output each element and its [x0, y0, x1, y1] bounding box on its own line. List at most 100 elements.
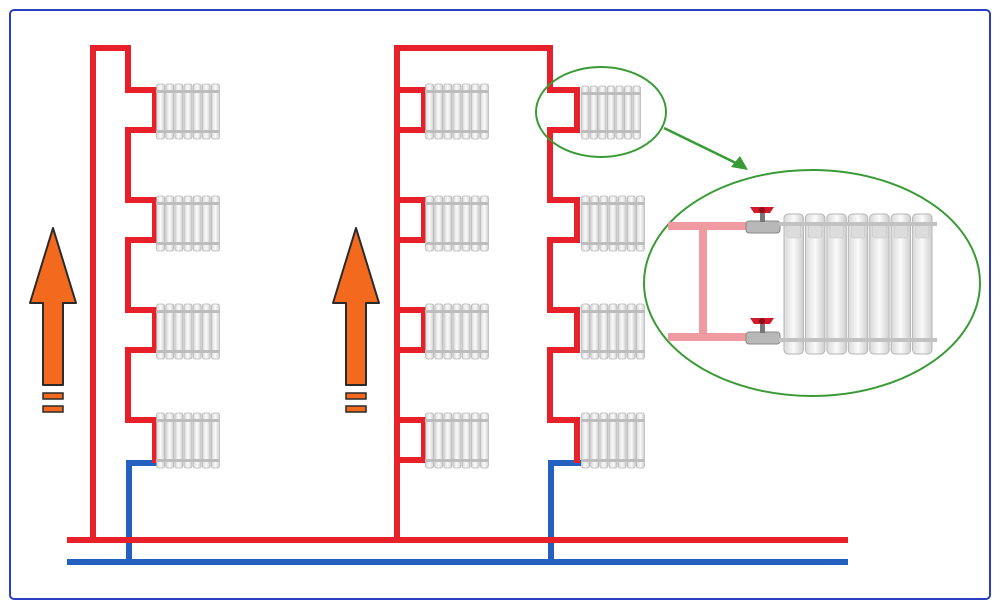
radiator-fin-cap — [808, 223, 823, 239]
radiator-icon — [581, 195, 645, 252]
radiator-icon — [779, 213, 937, 355]
radiator-fin — [443, 195, 453, 252]
radiator-fin — [165, 195, 175, 252]
radiator-header — [581, 419, 645, 422]
radiator-fin — [480, 195, 489, 252]
radiator-footer — [581, 130, 641, 133]
radiator-footer — [156, 459, 220, 462]
radiator-fin — [617, 303, 627, 360]
radiator-fin-cap — [829, 223, 844, 239]
radiator-fin-cap — [915, 223, 930, 239]
radiator-fin — [192, 195, 202, 252]
radiator-fin — [590, 412, 600, 469]
radiator-fin — [869, 213, 890, 355]
valve-stem — [760, 213, 765, 222]
radiator-fin — [452, 83, 462, 140]
radiator-header — [156, 90, 220, 93]
radiator-fin — [165, 83, 175, 140]
supply-riser-pipe — [90, 45, 158, 543]
callout-radiator-detail — [668, 207, 937, 355]
valve-stem — [760, 324, 765, 333]
radiator-footer — [581, 350, 645, 353]
valve-body — [745, 331, 781, 345]
radiator-fin — [608, 303, 618, 360]
radiator-fin — [443, 412, 453, 469]
radiator-fin-cap — [850, 223, 866, 239]
radiator-fin — [626, 195, 636, 252]
radiator-fin — [174, 303, 184, 360]
callout-small-ring — [535, 66, 667, 158]
radiator-footer — [779, 338, 937, 342]
radiator-fin — [201, 303, 211, 360]
radiator-branch-pipe — [125, 87, 158, 463]
radiator-fin — [626, 412, 636, 469]
radiator-footer — [156, 130, 220, 133]
radiator-fin — [783, 213, 804, 355]
radiator-fin — [452, 412, 462, 469]
radiator-footer — [425, 459, 489, 462]
radiator-icon — [425, 303, 489, 360]
radiator-fin-cap — [893, 223, 908, 239]
radiator-fin — [632, 85, 641, 140]
radiator-fin — [434, 195, 444, 252]
radiator-fin — [470, 303, 480, 360]
arrow-body — [332, 227, 380, 386]
radiator-header — [581, 310, 645, 313]
radiator-fin — [156, 83, 165, 140]
radiator-icon — [156, 303, 220, 360]
radiator-fin — [211, 195, 220, 252]
radiator-fin — [461, 303, 471, 360]
radiator-header — [425, 202, 489, 205]
radiator-fin — [425, 303, 434, 360]
supply-pipes — [67, 45, 848, 543]
radiator-icon — [425, 83, 489, 140]
radiator-fin — [470, 83, 480, 140]
radiator-fin — [183, 195, 193, 252]
radiator-fin — [590, 195, 600, 252]
radiator-fin-cap — [786, 223, 801, 239]
radiator-fin — [470, 195, 480, 252]
radiator-fin — [599, 412, 609, 469]
radiator-branch-pipe — [394, 87, 427, 463]
radiator-fin — [581, 412, 590, 469]
radiator-fin — [174, 412, 184, 469]
radiator-icon — [581, 85, 641, 140]
radiator-footer — [425, 130, 489, 133]
radiator-header — [425, 90, 489, 93]
radiator-fin — [183, 303, 193, 360]
radiator-fin — [165, 412, 175, 469]
radiator-fin-cap — [872, 223, 887, 239]
arrow-dash — [42, 405, 64, 413]
radiator-branch-pipe — [547, 87, 580, 463]
return-riser-pipe — [126, 460, 158, 565]
radiator-footer — [156, 242, 220, 245]
radiator-fin — [581, 303, 590, 360]
radiator-fin — [443, 83, 453, 140]
radiator-fin — [617, 412, 627, 469]
radiator-icon — [156, 412, 220, 469]
radiator-header — [425, 310, 489, 313]
radiator-fin — [443, 303, 453, 360]
radiator-fin — [636, 195, 645, 252]
radiator-fin — [452, 303, 462, 360]
radiator-fin — [183, 83, 193, 140]
radiator-fin — [470, 412, 480, 469]
radiator-fin — [480, 412, 489, 469]
radiator-header — [581, 202, 645, 205]
radiator-fin — [434, 412, 444, 469]
up-arrow-icon — [332, 227, 380, 413]
radiator-fin — [174, 195, 184, 252]
radiator-fin — [452, 195, 462, 252]
radiator-fin — [636, 303, 645, 360]
radiator-icon — [581, 412, 645, 469]
radiator-header — [779, 222, 937, 226]
radiator-footer — [425, 350, 489, 353]
radiator-footer — [581, 459, 645, 462]
radiator-header — [156, 419, 220, 422]
ball-valve-icon — [745, 318, 781, 345]
arrow-dash — [345, 392, 367, 400]
radiators — [156, 83, 645, 469]
radiator-fin — [581, 195, 590, 252]
radiator-fin — [425, 195, 434, 252]
arrow-body — [29, 227, 77, 386]
